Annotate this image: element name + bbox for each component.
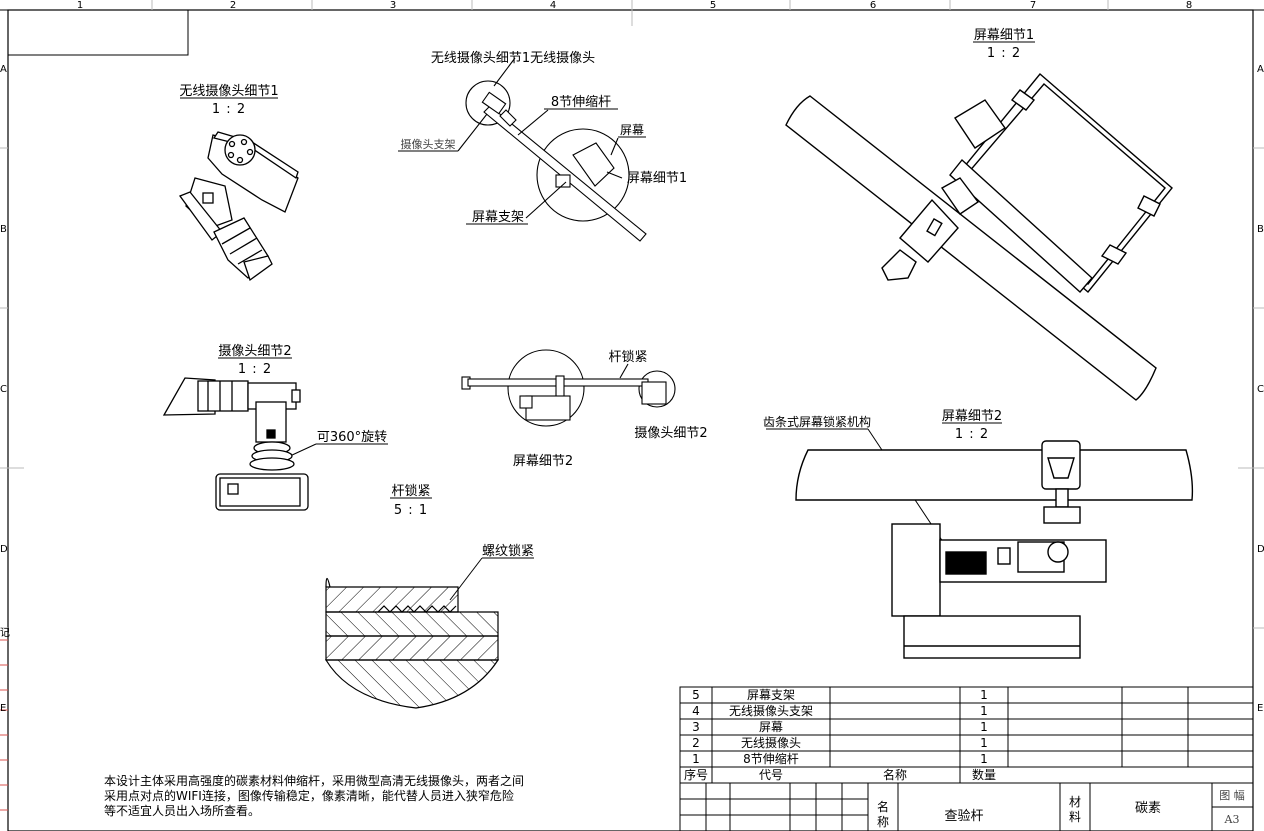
design-description: 本设计主体采用高强度的碳素材料伸缩杆，采用微型高清无线摄像头，两者之间采用点对点… xyxy=(104,774,525,818)
row-label: D xyxy=(1257,544,1264,555)
screen-detail-2-scale: 1 : 2 xyxy=(955,427,989,442)
title-block: 名 称 查验杆 材 料 碳素 图 幅 A3 xyxy=(877,789,1245,829)
screen-detail-1-scale: 1 : 2 xyxy=(987,46,1021,61)
bom-header-qty: 数量 xyxy=(972,767,996,782)
screen-detail-2-view: 屏幕细节2 1 : 2 齿条式屏幕锁紧机构 xyxy=(763,409,1194,659)
col-label: 5 xyxy=(710,0,716,11)
screen-detail-1-title: 屏幕细节1 xyxy=(974,28,1034,43)
side-mark: 记 xyxy=(0,627,10,639)
name-label-2: 称 xyxy=(877,815,889,829)
row-label: B xyxy=(1257,224,1264,235)
bom-code: 屏幕支架 xyxy=(747,688,795,702)
screen-detail-1-label: 屏幕细节1 xyxy=(627,171,687,186)
row-label: A xyxy=(0,64,7,75)
bom-code: 无线摄像头支架 xyxy=(729,703,813,718)
col-label: 7 xyxy=(1030,0,1036,11)
rod-lock-title: 杆锁紧 xyxy=(391,483,430,499)
camera-detail-1-title: 无线摄像头细节1 xyxy=(179,84,278,99)
camera-detail-1-view: 无线摄像头细节1 1 : 2 xyxy=(178,84,299,282)
row-label: A xyxy=(1257,64,1264,75)
bom-qty: 1 xyxy=(980,704,988,718)
camera-detail-2-drawing xyxy=(162,377,309,511)
rod-label: 8节伸缩杆 xyxy=(551,94,611,110)
col-label: 4 xyxy=(550,0,556,11)
screen-detail-2-label: 屏幕细节2 xyxy=(513,454,573,469)
column-labels: 1 2 3 4 5 6 7 8 xyxy=(77,0,1192,11)
camera-detail-2-view: 摄像头细节2 1 : 2 可360°旋转 xyxy=(162,344,388,511)
bom-header-no: 序号 xyxy=(684,767,708,782)
bom-table xyxy=(679,686,1254,831)
bom-code: 8节伸缩杆 xyxy=(743,751,799,766)
col-label: 1 xyxy=(77,0,83,11)
row-label: E xyxy=(0,703,6,714)
rod-lock-drawing xyxy=(324,577,500,709)
overview-drawing xyxy=(457,57,647,242)
screen-detail-2-title: 屏幕细节2 xyxy=(942,409,1002,424)
row-labels: A B C D E A B C D E 记 xyxy=(0,64,1264,714)
bom-no: 4 xyxy=(692,704,700,718)
material-value: 碳素 xyxy=(1135,801,1161,816)
screen-detail-2-drawing xyxy=(795,440,1194,659)
bom-code: 屏幕 xyxy=(759,720,783,734)
bom-rows: 5 屏幕支架 1 4 无线摄像头支架 1 3 屏幕 1 2 无线摄像头 1 1 … xyxy=(684,688,996,782)
row-label: C xyxy=(1257,384,1264,395)
bom-no: 3 xyxy=(692,720,700,734)
bom-qty: 1 xyxy=(980,752,988,766)
screen-detail-1-drawing xyxy=(785,73,1173,401)
overview-view: 无线摄像头细节1无线摄像头 8节伸缩杆 屏幕 屏幕细节1 屏幕支架 摄像头支架 xyxy=(398,51,687,242)
name-label-1: 名 xyxy=(877,799,889,814)
camera-detail-1-drawing xyxy=(178,131,299,282)
col-label: 8 xyxy=(1186,0,1192,11)
rod-lock-label: 杆锁紧 xyxy=(608,349,647,365)
thread-lock-label: 螺纹锁紧 xyxy=(482,543,534,559)
bom-code: 无线摄像头 xyxy=(741,735,801,750)
bom-qty: 1 xyxy=(980,720,988,734)
rod-lock-view: 杆锁紧 5 : 1 螺纹锁紧 xyxy=(324,483,534,709)
camera-detail-2-title: 摄像头细节2 xyxy=(218,344,291,359)
camera-detail-2-scale: 1 : 2 xyxy=(238,362,272,377)
rotate-label: 可360°旋转 xyxy=(317,430,387,445)
bom-header-code: 代号 xyxy=(759,768,783,782)
sheet-size-label: 图 幅 xyxy=(1219,789,1245,802)
material-label-1: 材 xyxy=(1069,795,1081,809)
bom-qty: 1 xyxy=(980,688,988,702)
part-name: 查验杆 xyxy=(944,808,983,824)
sheet-size-value: A3 xyxy=(1224,813,1240,826)
bom-no: 5 xyxy=(692,688,700,702)
col-label: 6 xyxy=(870,0,876,11)
bom-no: 2 xyxy=(692,736,700,750)
bom-qty: 1 xyxy=(980,736,988,750)
row-label: B xyxy=(0,224,7,235)
camera-detail-2-label: 摄像头细节2 xyxy=(634,426,707,441)
bom-no: 1 xyxy=(692,752,700,766)
row-label: D xyxy=(0,544,8,555)
screen-label: 屏幕 xyxy=(620,123,644,137)
side-view: 杆锁紧 摄像头细节2 屏幕细节2 xyxy=(461,349,708,469)
bom-header-name: 名称 xyxy=(883,767,907,782)
side-view-drawing xyxy=(461,349,676,427)
screen-bracket-label: 屏幕支架 xyxy=(472,210,524,225)
camera-bracket-label: 摄像头支架 xyxy=(401,137,456,151)
rod-lock-scale: 5 : 1 xyxy=(394,503,428,518)
col-label: 3 xyxy=(390,0,396,11)
overview-title: 无线摄像头细节1无线摄像头 xyxy=(431,51,595,66)
screen-detail-1-view: 屏幕细节1 1 : 2 xyxy=(785,28,1173,401)
col-label: 2 xyxy=(230,0,236,11)
row-label: C xyxy=(0,384,7,395)
material-label-2: 料 xyxy=(1069,810,1081,824)
row-label: E xyxy=(1257,703,1263,714)
rack-lock-label: 齿条式屏幕锁紧机构 xyxy=(763,414,871,429)
camera-detail-1-scale: 1 : 2 xyxy=(212,102,246,117)
